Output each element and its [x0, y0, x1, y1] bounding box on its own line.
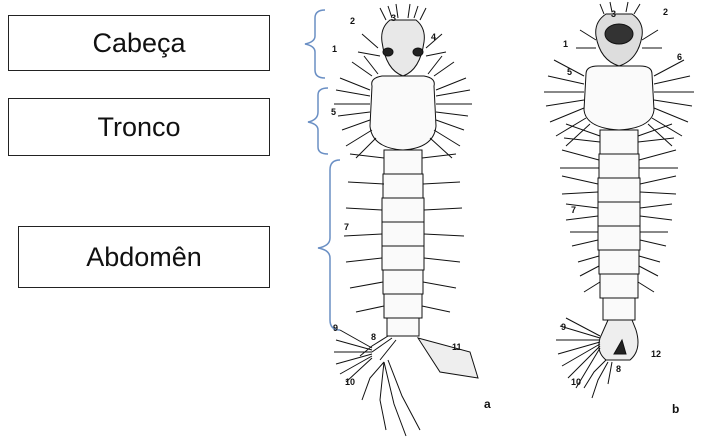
num-a-5: 5 [331, 107, 336, 117]
num-b-2: 2 [663, 7, 668, 17]
num-b-7: 7 [571, 205, 576, 215]
head-bracket [305, 10, 325, 78]
num-b-10: 10 [571, 377, 581, 387]
num-a-10: 10 [345, 377, 355, 387]
num-b-12: 12 [651, 349, 661, 359]
num-b-6: 6 [677, 52, 682, 62]
num-b-8: 8 [616, 364, 621, 374]
larva-b-thorax [584, 66, 654, 130]
larva-a-abdomen [382, 150, 424, 336]
larva-a [334, 4, 478, 436]
num-a-7: 7 [344, 222, 349, 232]
num-a-4: 4 [431, 32, 436, 42]
num-b-3: 3 [611, 9, 616, 19]
abdomen-bracket [318, 160, 340, 330]
panel-label-b: b [672, 402, 679, 416]
num-a-9: 9 [333, 323, 338, 333]
num-a-3: 3 [391, 13, 396, 23]
num-b-5: 5 [567, 67, 572, 77]
num-b-9: 9 [561, 322, 566, 332]
larva-a-siphon [418, 338, 478, 378]
num-a-11: 11 [452, 342, 462, 352]
num-a-1: 1 [332, 44, 337, 54]
larva-b [544, 2, 694, 398]
num-a-2: 2 [350, 16, 355, 26]
thorax-bracket [308, 88, 328, 154]
larva-a-anal-brush [334, 330, 372, 382]
brackets [305, 10, 340, 330]
larva-a-thorax [370, 76, 436, 150]
num-b-1: 1 [563, 39, 568, 49]
panel-label-a: a [484, 397, 491, 411]
larva-b-abdomen [598, 130, 640, 320]
num-a-8: 8 [371, 332, 376, 342]
